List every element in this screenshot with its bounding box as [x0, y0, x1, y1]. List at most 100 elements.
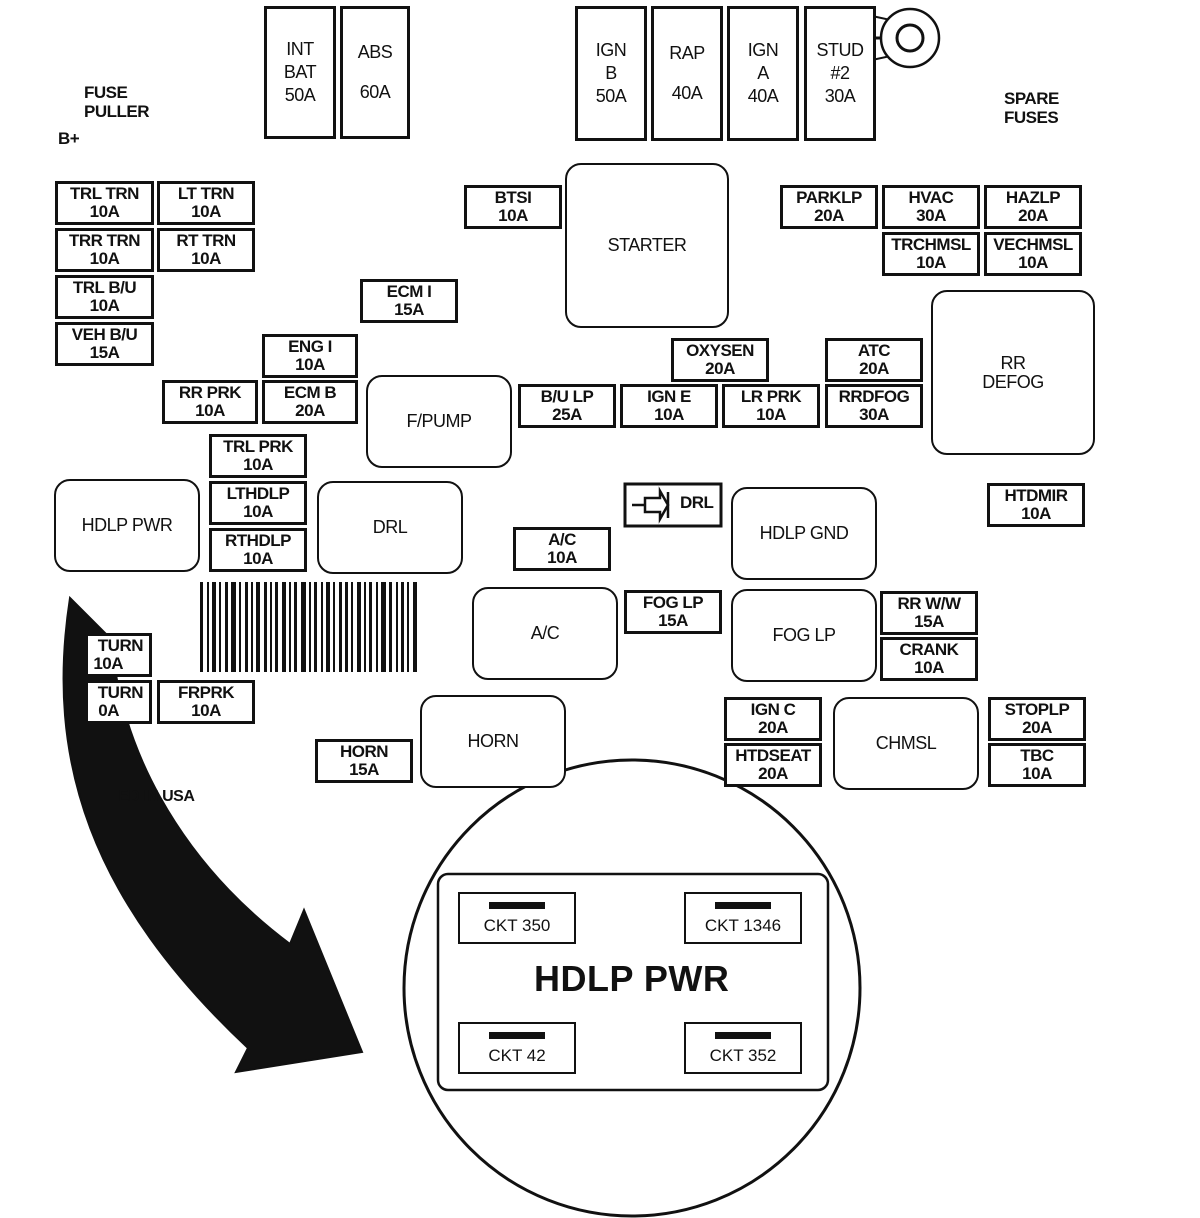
- fuse-ign-a-name1: IGN: [747, 40, 779, 61]
- fuse-trl-trn: TRL TRN 10A: [55, 181, 154, 225]
- fuse-ecm-i: ECM I 15A: [360, 279, 458, 323]
- fuse-ign-c: IGN C 20A: [724, 697, 822, 741]
- barcode-stripe: [270, 582, 272, 672]
- fuse-hvac-rating: 30A: [916, 206, 946, 225]
- fuse-ign-b-name1: IGN: [595, 40, 627, 61]
- fuse-frprk-rating: 10A: [191, 701, 221, 720]
- fuse-hvac-name: HVAC: [908, 188, 954, 208]
- ckt-352-terminal: CKT 352: [684, 1022, 802, 1074]
- fuse-crank-name: CRANK: [899, 640, 959, 660]
- barcode-stripe: [321, 582, 323, 672]
- barcode-stripe: [207, 582, 209, 672]
- fuse-ign-b-rating: 50A: [595, 85, 627, 106]
- fuse-ac: A/C 10A: [513, 527, 611, 571]
- barcode-stripe: [396, 582, 398, 672]
- barcode-stripe: [294, 582, 297, 672]
- fuse-ecm-i-rating: 15A: [394, 300, 424, 319]
- stud-ring-icon: [871, 7, 941, 69]
- relay-starter: STARTER: [565, 163, 729, 328]
- relay-hdlp-pwr-label: HDLP PWR: [81, 515, 173, 536]
- barcode-stripe: [289, 582, 291, 672]
- fuse-rr-ww-rating: 15A: [914, 612, 944, 631]
- ckt-42-terminal: CKT 42: [458, 1022, 576, 1074]
- fuse-trl-bu: TRL B/U 10A: [55, 275, 154, 319]
- fuse-tbc-name: TBC: [1020, 746, 1054, 766]
- fuse-tbc-rating: 10A: [1022, 764, 1052, 783]
- fuse-htdmir-rating: 10A: [1021, 504, 1051, 523]
- fuse-turn-1-name: TURN: [97, 636, 144, 656]
- fuse-lthdlp-rating: 10A: [243, 502, 273, 521]
- ckt-352-blade: [715, 1032, 771, 1039]
- fuse-puller-label: FUSE PULLER: [84, 83, 150, 121]
- fuse-ac-name: A/C: [548, 530, 576, 550]
- spare-fuses-label: SPARE FUSES: [1004, 89, 1059, 127]
- fuse-ign-b-name2: B: [605, 63, 617, 84]
- barcode-stripe: [219, 582, 221, 672]
- ckt-1346-label: CKT 1346: [704, 916, 782, 935]
- fuse-ign-a-rating: 40A: [747, 85, 779, 106]
- fuse-btsi: BTSI 10A: [464, 185, 562, 229]
- fuse-ign-e: IGN E 10A: [620, 384, 718, 428]
- fuse-lt-trn-rating: 10A: [191, 202, 221, 221]
- fuse-hazlp: HAZLP 20A: [984, 185, 1082, 229]
- fuse-turn-2-rating: 0A: [98, 701, 119, 720]
- fuse-stud2-rating: 30A: [824, 85, 856, 106]
- fuse-bu-lp-name: B/U LP: [540, 387, 594, 407]
- fuse-stoplp-name: STOPLP: [1004, 700, 1070, 720]
- diode-icon: [623, 482, 723, 528]
- fuse-rr-prk-name: RR PRK: [178, 383, 242, 403]
- fuse-ign-a: IGN A 40A: [727, 6, 799, 141]
- barcode-stripe: [200, 582, 203, 672]
- fuse-stud2-name2: #2: [830, 63, 850, 84]
- fuse-atc-rating: 20A: [859, 359, 889, 378]
- barcode-stripe: [369, 582, 372, 672]
- fuse-abs: ABS 60A: [340, 6, 410, 139]
- barcode-stripe: [245, 582, 248, 672]
- fuse-horn: HORN 15A: [315, 739, 413, 783]
- fuse-frprk: FRPRK 10A: [157, 680, 255, 724]
- fuse-ecm-b-name: ECM B: [283, 383, 337, 403]
- barcode-stripe: [251, 582, 253, 672]
- ckt-1346-terminal: CKT 1346: [684, 892, 802, 944]
- barcode-stripe: [351, 582, 353, 672]
- fuse-rr-ww-name: RR W/W: [897, 594, 961, 614]
- relay-starter-label: STARTER: [607, 235, 687, 256]
- fuse-crank: CRANK 10A: [880, 637, 978, 681]
- fuse-vechmsl-rating: 10A: [1018, 253, 1048, 272]
- ckt-350-label: CKT 350: [483, 916, 551, 935]
- fuse-parklp-name: PARKLP: [796, 188, 862, 208]
- relay-rr-defog: RR DEFOG: [931, 290, 1095, 455]
- fuse-rap-name: RAP: [669, 43, 705, 64]
- fuse-hazlp-name: HAZLP: [1005, 188, 1061, 208]
- fuse-rthdlp-rating: 10A: [243, 549, 273, 568]
- fuse-htdseat-name: HTDSEAT: [735, 746, 811, 766]
- fuse-rt-trn: RT TRN 10A: [157, 228, 255, 272]
- fuse-horn-rating: 15A: [349, 760, 379, 779]
- barcode-stripe: [282, 582, 286, 672]
- fuse-bu-lp: B/U LP 25A: [518, 384, 616, 428]
- fuse-stoplp-rating: 20A: [1022, 718, 1052, 737]
- fuse-bu-lp-rating: 25A: [552, 405, 582, 424]
- callout-arrow: [62, 595, 364, 1074]
- barcode-stripe: [413, 582, 417, 672]
- fuse-trl-prk: TRL PRK 10A: [209, 434, 307, 478]
- fuse-lr-prk-name: LR PRK: [740, 387, 802, 407]
- fuse-lthdlp: LTHDLP 10A: [209, 481, 307, 525]
- barcode: [200, 582, 424, 672]
- relay-f-pump: F/PUMP: [366, 375, 512, 468]
- fuse-trchmsl-name: TRCHMSL: [891, 235, 971, 255]
- fuse-int-bat-name2: BAT: [283, 62, 317, 83]
- fuse-rr-prk-rating: 10A: [195, 401, 225, 420]
- fuse-puller-line1: FUSE: [84, 83, 128, 102]
- barcode-stripe: [364, 582, 366, 672]
- fuse-crank-rating: 10A: [914, 658, 944, 677]
- barcode-stripe: [275, 582, 278, 672]
- fuse-ign-b: IGN B 50A: [575, 6, 647, 141]
- fuse-lthdlp-name: LTHDLP: [226, 484, 290, 504]
- fuse-btsi-rating: 10A: [498, 206, 528, 225]
- fuse-parklp: PARKLP 20A: [780, 185, 878, 229]
- fuse-rt-trn-name: RT TRN: [176, 231, 236, 251]
- relay-ac: A/C: [472, 587, 618, 680]
- barcode-stripe: [256, 582, 260, 672]
